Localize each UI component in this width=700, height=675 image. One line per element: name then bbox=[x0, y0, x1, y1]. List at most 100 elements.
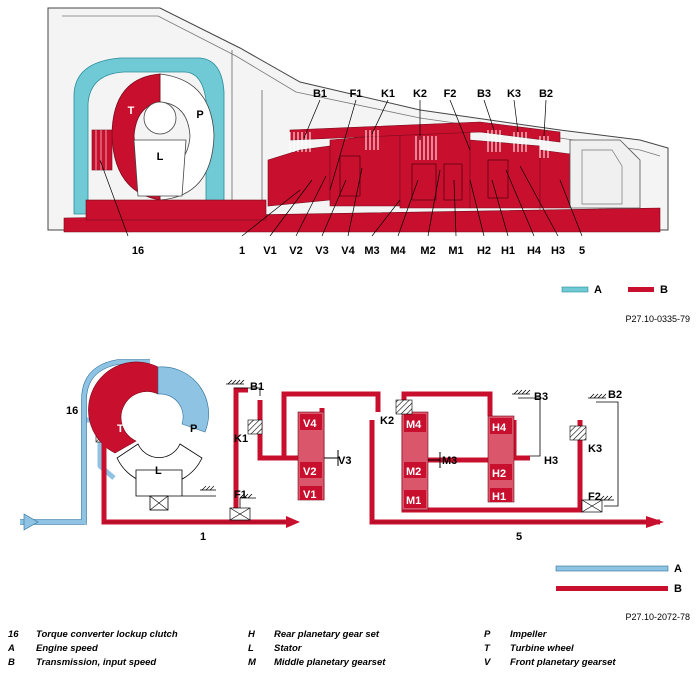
key-h-desc: Rear planetary gear set bbox=[274, 629, 380, 640]
schematic bbox=[20, 359, 664, 531]
legend-a-swatch bbox=[561, 286, 589, 293]
top-legend: A B bbox=[561, 284, 668, 296]
legend-a-text: A bbox=[674, 563, 682, 575]
label-v2: V2 bbox=[289, 245, 302, 257]
gear-m2 bbox=[404, 462, 426, 478]
key-m: M bbox=[248, 657, 256, 668]
schematic-labels: 16 T P L 1 5 B1 K1 F1 V4 V2 V1 V3 K2 M4 … bbox=[66, 381, 622, 543]
legend-b-label: B bbox=[660, 284, 668, 296]
label-m3: M3 bbox=[364, 245, 379, 257]
key-a-desc: Engine speed bbox=[36, 643, 98, 654]
label-16-top: 16 bbox=[132, 245, 144, 257]
label-b2: B2 bbox=[539, 88, 553, 100]
gear-v4 bbox=[300, 414, 322, 430]
legend-b-swatch bbox=[628, 287, 654, 292]
schematic-legend: A B bbox=[555, 563, 682, 595]
label-b3: B3 bbox=[477, 88, 491, 100]
key-b: B bbox=[8, 657, 15, 668]
label-t-bottom: T bbox=[117, 423, 124, 435]
label-k3: K3 bbox=[507, 88, 521, 100]
label-m4: M4 bbox=[390, 245, 406, 257]
label-h1-bottom: H1 bbox=[492, 491, 506, 503]
label-shaft-5: 5 bbox=[516, 531, 522, 543]
key-v: V bbox=[484, 657, 491, 668]
label-p-bottom: P bbox=[190, 423, 197, 435]
label-v1-bottom: V1 bbox=[303, 489, 316, 501]
label-h1: H1 bbox=[501, 245, 515, 257]
sectional-drawing bbox=[47, 7, 669, 233]
key-p-desc: Impeller bbox=[510, 629, 547, 640]
label-h2: H2 bbox=[477, 245, 491, 257]
turbine-symbol bbox=[88, 361, 159, 454]
label-16-bottom: 16 bbox=[66, 405, 78, 417]
key-h: H bbox=[248, 629, 255, 640]
gear-v1 bbox=[300, 486, 322, 500]
label-h4-bottom: H4 bbox=[492, 422, 507, 434]
label-l-bottom: L bbox=[155, 465, 162, 477]
gear-v2 bbox=[300, 462, 322, 478]
gear-h2 bbox=[490, 464, 512, 480]
label-f2: F2 bbox=[444, 88, 457, 100]
label-t-top: T bbox=[128, 105, 135, 117]
label-v4: V4 bbox=[341, 245, 355, 257]
key-l-desc: Stator bbox=[274, 643, 302, 654]
label-h4: H4 bbox=[527, 245, 542, 257]
key-l: L bbox=[248, 643, 254, 654]
legend-b-text: B bbox=[674, 583, 682, 595]
label-m4-bottom: M4 bbox=[406, 419, 422, 431]
label-v2-bottom: V2 bbox=[303, 466, 316, 478]
label-f2-bottom: F2 bbox=[588, 491, 601, 503]
label-m2-bottom: M2 bbox=[406, 466, 421, 478]
key-16-desc: Torque converter lockup clutch bbox=[36, 629, 178, 640]
key-t: T bbox=[484, 643, 490, 654]
label-v3: V3 bbox=[315, 245, 328, 257]
key-a: A bbox=[8, 643, 15, 654]
label-m1-bottom: M1 bbox=[406, 495, 421, 507]
key-p: P bbox=[484, 629, 491, 640]
label-l-top: L bbox=[157, 151, 164, 163]
label-h2-bottom: H2 bbox=[492, 468, 506, 480]
label-k1: K1 bbox=[381, 88, 395, 100]
label-b2-bottom: B2 bbox=[608, 389, 622, 401]
label-k2: K2 bbox=[413, 88, 427, 100]
label-shaft-1: 1 bbox=[200, 531, 206, 543]
gear-m4 bbox=[404, 414, 426, 432]
top-leader-lines bbox=[99, 99, 583, 237]
top-labels-above: B1 F1 K1 K2 F2 B3 K3 B2 bbox=[313, 88, 553, 100]
label-h3: H3 bbox=[551, 245, 565, 257]
label-k3-bottom: K3 bbox=[588, 443, 602, 455]
key-b-desc: Transmission, input speed bbox=[36, 657, 157, 668]
top-labels-below: 1 V1 V2 V3 V4 M3 M4 M2 M1 H2 H1 H4 H3 5 bbox=[239, 245, 585, 257]
label-h3-bottom: H3 bbox=[544, 455, 558, 467]
gear-h4 bbox=[490, 418, 512, 434]
key-m-desc: Middle planetary gearset bbox=[274, 657, 386, 668]
label-f1-bottom: F1 bbox=[234, 489, 247, 501]
label-v4-bottom: V4 bbox=[303, 418, 317, 430]
label-m3-bottom: M3 bbox=[442, 455, 457, 467]
label-v3-bottom: V3 bbox=[338, 455, 351, 467]
label-v1: V1 bbox=[263, 245, 276, 257]
bottom-reference-code: P27.10-2072-78 bbox=[625, 612, 690, 622]
label-b1-bottom: B1 bbox=[250, 381, 264, 393]
label-f1: F1 bbox=[350, 88, 363, 100]
clutch-k2-symbol bbox=[395, 399, 413, 415]
legend-a-line bbox=[555, 565, 669, 572]
label-m2: M2 bbox=[420, 245, 435, 257]
shaft-1-arrow bbox=[286, 516, 300, 528]
label-1: 1 bbox=[239, 245, 245, 257]
clutch-k3-symbol bbox=[569, 425, 587, 441]
key-16: 16 bbox=[8, 629, 19, 640]
key-t-desc: Turbine wheel bbox=[510, 643, 574, 654]
label-k1-bottom: K1 bbox=[234, 433, 248, 445]
shaft-5-arrow bbox=[646, 516, 664, 528]
top-reference-code: P27.10-0335-79 bbox=[625, 314, 690, 324]
label-m1: M1 bbox=[448, 245, 463, 257]
gear-h1 bbox=[490, 488, 512, 502]
label-p-top: P bbox=[196, 109, 203, 121]
label-b1: B1 bbox=[313, 88, 327, 100]
clutch-k1-symbol bbox=[247, 419, 263, 435]
key-v-desc: Front planetary gearset bbox=[510, 657, 616, 668]
label-5: 5 bbox=[579, 245, 585, 257]
label-b3-bottom: B3 bbox=[534, 391, 548, 403]
legend-a-label: A bbox=[594, 284, 602, 296]
